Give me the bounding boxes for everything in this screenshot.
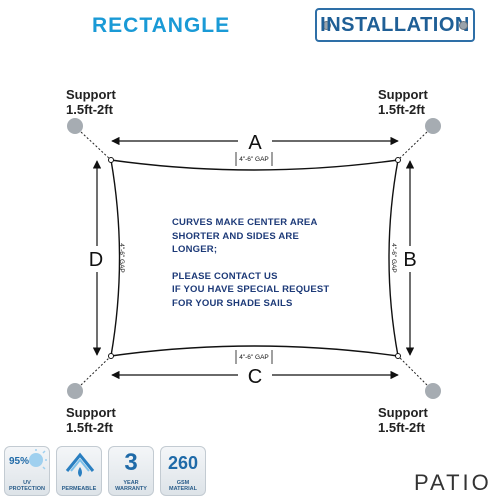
gsm-label: GSM — [176, 480, 190, 486]
gsm-value: 260 — [167, 453, 199, 473]
permeable-label: PERMEABLE — [61, 486, 97, 492]
support-label-bottom-right: Support 1.5ft-2ft — [378, 405, 428, 435]
corner-ring-top-left — [108, 157, 114, 163]
uv-label: UV — [23, 480, 31, 486]
permeable-badge: PERMEABLE — [56, 446, 102, 496]
side-label-a: A — [248, 132, 262, 154]
corner-ring-bottom-left — [108, 353, 114, 359]
corner-ring-bottom-right — [395, 353, 401, 359]
note-line: FOR YOUR SHADE SAILS — [172, 297, 293, 309]
gap-label-right: 4"-6" GAP — [390, 243, 397, 273]
tension-line-top-left — [80, 131, 112, 161]
note-line: LONGER; — [172, 244, 218, 255]
support-height: 1.5ft-2ft — [66, 102, 113, 117]
permeable-arrow-icon — [65, 452, 95, 477]
note-line: SHORTER AND SIDES ARE — [172, 230, 300, 242]
tension-line-top-right — [397, 131, 428, 161]
support-title: Support — [66, 405, 116, 420]
brand-logo: PATIO — [414, 470, 492, 495]
tension-line-bottom-right — [397, 355, 428, 386]
gap-label-left: 4"-6" GAP — [118, 243, 125, 273]
support-label-top-right: Support 1.5ft-2ft — [378, 87, 428, 117]
support-label-bottom-left: Support 1.5ft-2ft — [66, 405, 116, 435]
uv-protection-badge: 95% UV PROTECTION — [4, 446, 50, 496]
curve-note: CURVES MAKE CENTER AREA SHORTER AND SIDE… — [172, 216, 372, 310]
support-post-bottom-right — [425, 383, 441, 399]
note-line: CURVES MAKE CENTER AREA — [172, 217, 318, 228]
warranty-badge: 3 YEAR WARRANTY — [108, 446, 154, 496]
screw-icon — [322, 21, 331, 30]
warranty-label: YEAR — [123, 480, 139, 486]
installation-label: INSTALLATION — [320, 14, 470, 36]
support-label-top-left: Support 1.5ft-2ft — [66, 87, 116, 117]
side-label-b: B — [403, 249, 416, 271]
support-height: 1.5ft-2ft — [378, 102, 425, 117]
screw-icon — [459, 21, 468, 30]
installation-badge: INSTALLATION — [315, 8, 475, 42]
gap-label-bottom: 4"-6" GAP — [239, 354, 269, 361]
sun-icon — [29, 449, 47, 470]
uv-value: 95% — [9, 456, 30, 467]
support-height: 1.5ft-2ft — [66, 420, 113, 435]
support-title: Support — [378, 87, 428, 102]
support-title: Support — [66, 87, 116, 102]
warranty-label-2: WARRANTY — [115, 486, 147, 492]
tension-line-bottom-left — [80, 355, 112, 386]
shape-title: RECTANGLE — [92, 14, 231, 37]
warranty-value: 3 — [124, 449, 138, 476]
gap-label-top: 4"-6" GAP — [239, 156, 269, 163]
note-line: PLEASE CONTACT US — [172, 270, 278, 282]
side-label-d: D — [89, 249, 103, 271]
corner-ring-top-right — [395, 157, 401, 163]
support-title: Support — [378, 405, 428, 420]
support-height: 1.5ft-2ft — [378, 420, 425, 435]
side-label-c: C — [248, 366, 262, 388]
gsm-label-2: MATERIAL — [168, 486, 197, 492]
support-post-bottom-left — [67, 383, 83, 399]
support-post-top-right — [425, 118, 441, 134]
uv-label-2: PROTECTION — [8, 486, 46, 492]
support-post-top-left — [67, 118, 83, 134]
gsm-badge: 260 GSM MATERIAL — [160, 446, 206, 496]
note-line: IF YOU HAVE SPECIAL REQUEST — [172, 284, 330, 295]
